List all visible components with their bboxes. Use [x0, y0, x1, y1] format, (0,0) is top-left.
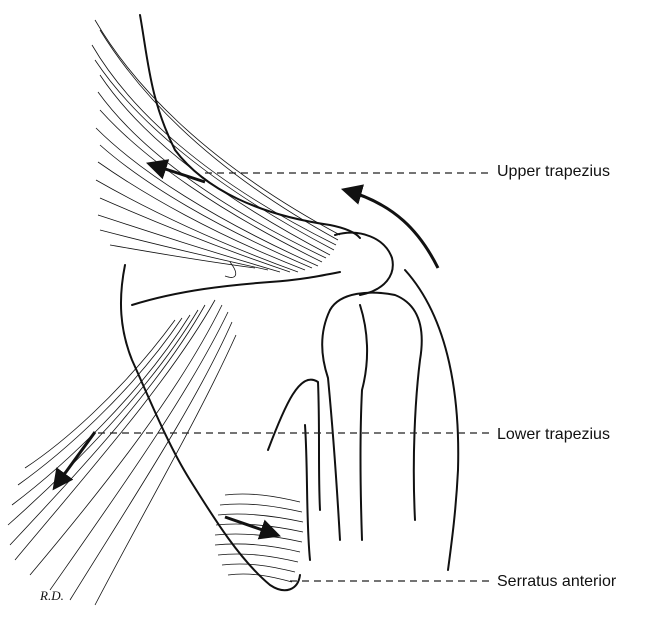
humerus-outline — [330, 293, 422, 520]
artist-signature: R.D. — [39, 588, 64, 603]
serratus-anterior-label: Serratus anterior — [497, 574, 616, 590]
neck-outline — [140, 15, 360, 238]
upper-trapezius-label: Upper trapezius — [497, 164, 610, 180]
scapula-outline — [121, 265, 300, 590]
coracoid-outline — [268, 380, 320, 510]
scapula-spine-outline — [132, 272, 340, 305]
lower-trapezius-muscle — [8, 300, 236, 605]
rib-line — [305, 425, 310, 560]
humerus-shaft-outline — [322, 310, 340, 540]
upper-trapezius-muscle — [92, 20, 340, 277]
acromion-outline — [335, 233, 393, 295]
lower-trapezius-label: Lower trapezius — [497, 427, 610, 443]
thorax-outline — [405, 270, 458, 570]
humerus-inner-outline — [360, 305, 367, 540]
lower-trapezius-arrow — [55, 432, 95, 487]
